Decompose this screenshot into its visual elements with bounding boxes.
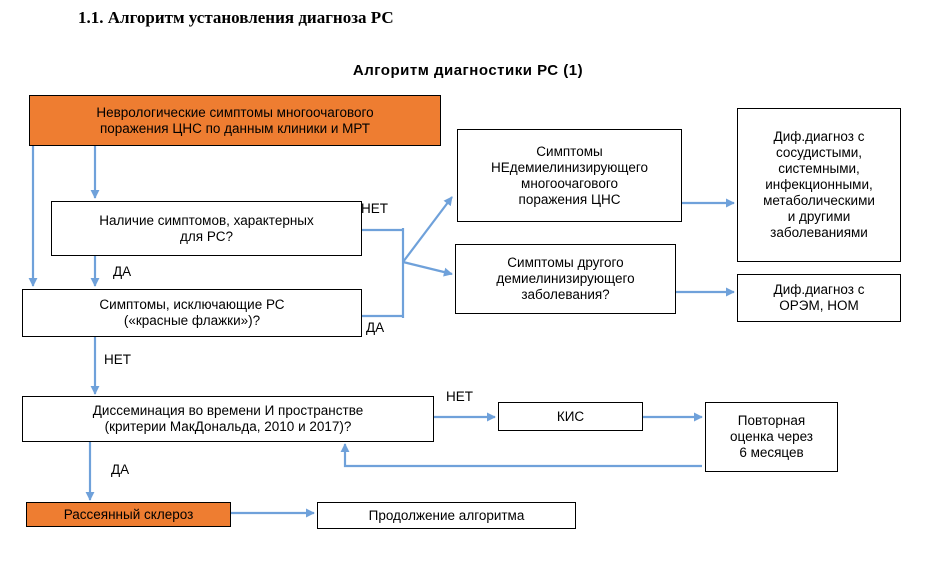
arrow-repeat-to-dissemination xyxy=(340,443,702,468)
box-red-flags: Симптомы, исключающие РС («красные флажк… xyxy=(22,289,362,337)
box-nondemyelinating: Симптомы НЕдемиелинизирующего многоочаго… xyxy=(457,129,682,222)
section-heading: 1.1. Алгоритм установления диагноза РС xyxy=(78,8,394,27)
box-other-demyelinating: Симптомы другого демиелинизирующего забо… xyxy=(455,244,676,314)
box-dissemination: Диссеминация во времени И пространстве (… xyxy=(22,396,434,442)
arrow-to-otherdemyel xyxy=(402,260,453,277)
label-no-redflags: НЕТ xyxy=(104,352,131,367)
label-no-dissemination: НЕТ xyxy=(446,389,473,404)
box-continue-algorithm: Продолжение алгоритма xyxy=(317,502,576,529)
box-multiple-sclerosis: Рассеянный склероз xyxy=(26,502,231,527)
label-yes-redflags: ДА xyxy=(366,320,385,335)
label-yes-typical: ДА xyxy=(113,264,132,279)
box-kis: КИС xyxy=(498,402,643,431)
label-no-typical: НЕТ xyxy=(361,201,388,216)
box-diff-diagnosis-1: Диф.диагноз с сосудистыми, системными, и… xyxy=(737,108,901,262)
box-diff-diagnosis-2: Диф.диагноз с ОРЭМ, НОМ xyxy=(737,274,901,322)
arrow-to-nondemyel xyxy=(402,196,453,263)
box-repeat-assessment: Повторная оценка через 6 месяцев xyxy=(705,402,838,472)
box-start-symptoms: Неврологические симптомы многоочагового … xyxy=(29,95,441,146)
box-typical-symptoms: Наличие симптомов, характерных для РС? xyxy=(51,201,362,256)
diagram-title: Алгоритм диагностики РС (1) xyxy=(352,62,584,79)
label-yes-dissemination: ДА xyxy=(111,462,130,477)
